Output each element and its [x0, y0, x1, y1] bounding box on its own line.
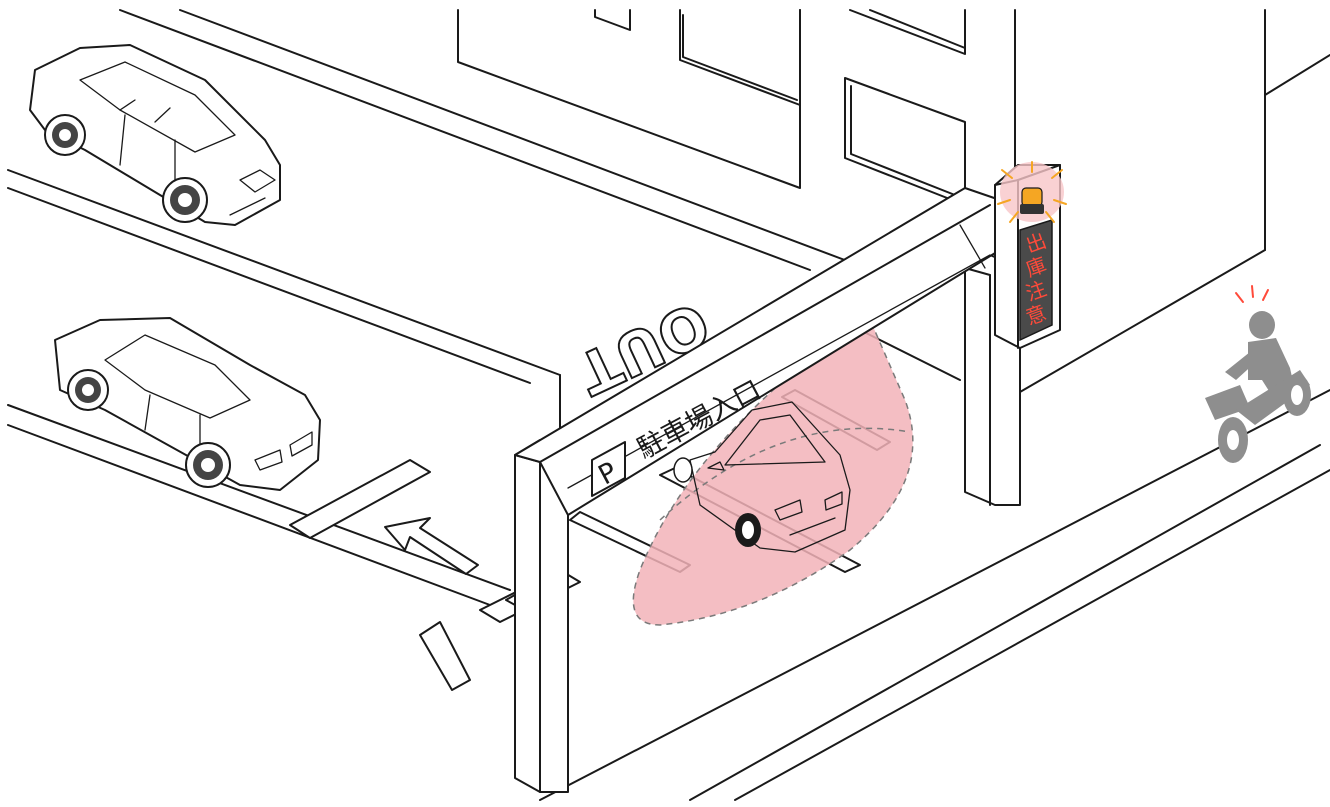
direction-arrow: [385, 518, 478, 574]
building: [458, 10, 1330, 392]
motorcycle-rider: [1205, 286, 1311, 463]
parked-car-bottom: [55, 318, 320, 490]
warning-tower: 出 庫 注 意: [995, 162, 1066, 348]
warning-lamp-icon: [1020, 188, 1044, 214]
parked-car-top: [30, 45, 280, 225]
alert-marks: [1236, 286, 1268, 302]
